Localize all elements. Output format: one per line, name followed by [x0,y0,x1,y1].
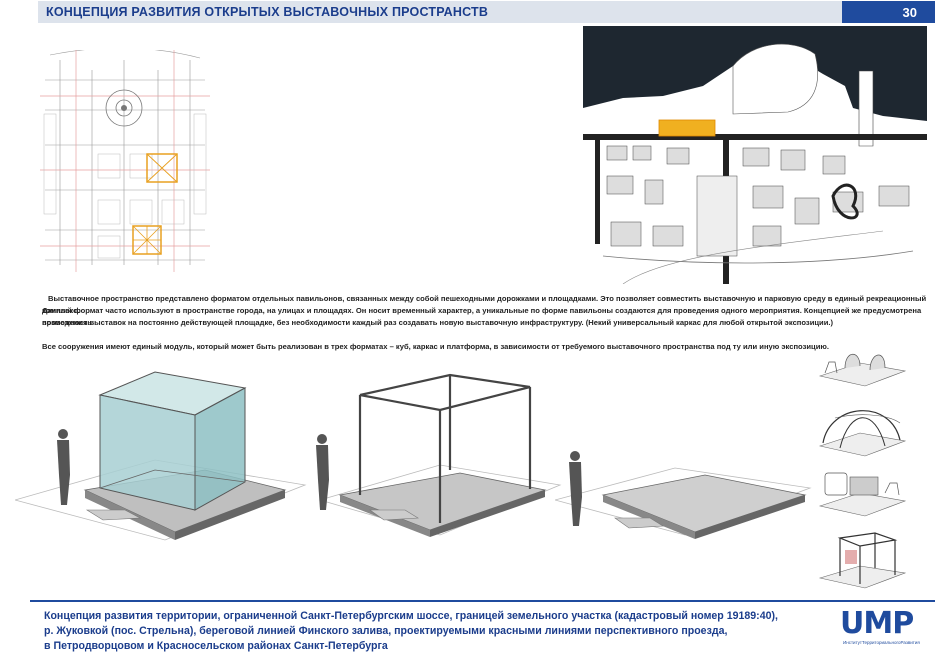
page-title: КОНЦЕПЦИЯ РАЗВИТИЯ ОТКРЫТЫХ ВЫСТАВОЧНЫХ … [46,5,489,19]
sketch-pavilion-1 [818,353,907,387]
header-bar [38,1,842,23]
logo-letters: UMP [840,606,914,641]
description-paragraph-2: Данный формат часто используют в простра… [42,306,922,327]
footer-caption: Концепция развития территории, ограничен… [44,609,778,654]
master-plan-left [40,50,210,272]
sketch-pavilion-2 [818,410,907,457]
page-number: 30 [842,1,935,23]
institute-logo: UMP ИнститутТерриториальногоРазвития [840,606,930,650]
footer-line-3: в Петродворцовом и Красносельском района… [44,640,388,652]
logo-subtitle: ИнститутТерриториальногоРазвития [843,640,920,645]
pavilion-cube-drawing [15,371,307,541]
description-paragraph-1: Выставочное пространство представлено фо… [42,294,927,315]
sketch-pavilion-3 [818,472,907,517]
footer-line-2: р. Жуковкой (пос. Стрельна), береговой л… [44,625,728,637]
page-header: КОНЦЕПЦИЯ РАЗВИТИЯ ОТКРЫТЫХ ВЫСТАВОЧНЫХ … [0,0,935,24]
footer-divider [30,600,935,602]
description-paragraph-4: Все сооружения имеют единый модуль, кото… [42,342,829,351]
site-plan-right [583,26,927,284]
description-paragraph-3: проведения выставок на постоянно действу… [42,318,834,327]
footer-line-1: Концепция развития территории, ограничен… [44,610,778,622]
pavilion-frame-drawing [316,373,562,537]
sketch-pavilion-4 [818,532,907,589]
pavilion-platform-drawing [555,451,812,539]
